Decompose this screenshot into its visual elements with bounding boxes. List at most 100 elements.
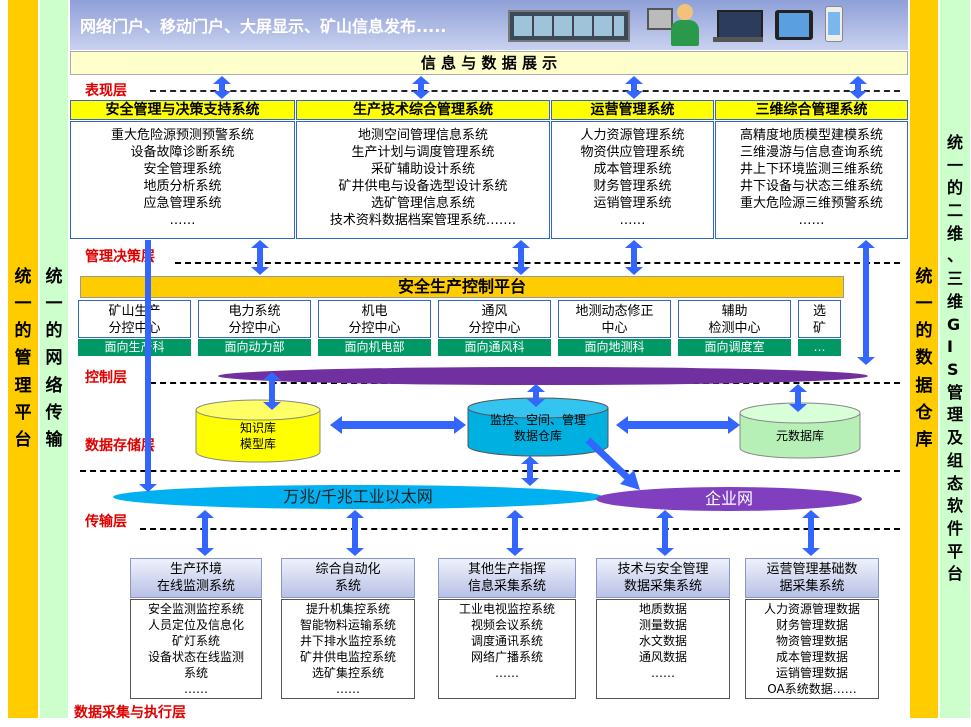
collection-item: …… (336, 682, 360, 696)
control-center-dept: 面向通风科 (438, 339, 551, 356)
system-item: 地质分析系统 (143, 179, 222, 194)
system-item: 井上下环境监测三维系统 (739, 162, 883, 177)
collection-items: 地质数据测量数据水文数据通风数据 …… (596, 599, 730, 699)
metadata-db-label: 元数据库 (775, 429, 824, 443)
system-item: …… (798, 213, 825, 228)
collection-item: 物资管理数据 (775, 634, 848, 648)
collection-title: 综合自动化 系统 (281, 558, 415, 598)
collection-item: 运销管理数据 (775, 666, 848, 680)
video-wall-icon (508, 10, 630, 42)
safety-control-platform: 安全生产控制平台 (80, 276, 844, 298)
collection-item: 系统 (183, 666, 208, 680)
layer-management: 管理决策层 (85, 249, 155, 265)
collection-item: 网络广播系统 (470, 650, 543, 664)
control-bus (218, 367, 868, 385)
control-center: 电力系统 分控中心 (198, 300, 311, 338)
system-item: 矿井供电与设备选型设计系统 (338, 179, 508, 194)
phone-icon (825, 6, 843, 42)
collection-item: …… (651, 666, 675, 680)
collection-item: 矿灯系统 (171, 634, 220, 648)
collection-item: OA系统数据…… (767, 682, 857, 696)
collection-item: 测量数据 (638, 618, 687, 632)
collection-item: 人员定位及信息化 (147, 618, 244, 632)
collection-items: 工业电视监控系统视频会议系统调度通讯系统网络广播系统…… (438, 599, 576, 699)
layer-storage: 数据存储层 (85, 438, 155, 454)
control-center: 通风 分控中心 (438, 300, 551, 338)
system-item: 成本管理系统 (593, 162, 672, 177)
control-center: 辅助 检测中心 (678, 300, 791, 338)
system-item: 设备故障诊断系统 (130, 145, 235, 160)
system-item: 生产计划与调度管理系统 (351, 145, 495, 160)
system-item: 人力资源管理系统 (580, 128, 685, 143)
system-item: 井下设备与状态三维系统 (739, 179, 883, 194)
banner-text: 网络门户、移动门户、大屏显示、矿山信息发布..... (80, 17, 447, 36)
control-center-dept: 面向动力部 (198, 339, 311, 356)
system-title: 生产技术综合管理系统 (296, 100, 550, 120)
system-item: 重大危险源预测预警系统 (110, 128, 254, 143)
data-warehouse-label: 监控、空间、管理 数据仓库 (489, 413, 586, 443)
collection-item: 财务管理数据 (775, 618, 848, 632)
layer-control: 控制层 (85, 370, 127, 386)
system-item: 地测空间管理信息系统 (357, 128, 488, 143)
separator-line (150, 90, 900, 92)
operator-icon (645, 2, 705, 48)
system-item: 采矿辅助设计系统 (370, 162, 475, 177)
collection-item: 地质数据 (638, 602, 687, 616)
enterprise-network: 企业网 (596, 487, 862, 511)
collection-item: 智能物料运输系统 (299, 618, 396, 632)
collection-item: 井下排水监控系统 (299, 634, 396, 648)
collection-item: 选矿集控系统 (311, 666, 384, 680)
industrial-ethernet: 万兆/千兆工业以太网 (113, 485, 603, 509)
system-items: 地测空间管理信息系统生产计划与调度管理系统采矿辅助设计系统矿井供电与设备选型设计… (296, 121, 550, 239)
system-item: 选矿管理信息系统 (370, 196, 475, 211)
top-banner: 网络门户、移动门户、大屏显示、矿山信息发布..... (70, 0, 908, 50)
system-items: 高精度地质模型建模系统三维漫游与信息查询系统井上下环境监测三维系统井下设备与状态… (715, 121, 908, 239)
unified-management-platform: 统一的管理平台 (8, 0, 38, 718)
system-item: 三维漫游与信息查询系统 (739, 145, 883, 160)
knowledge-db-icon (195, 399, 321, 463)
collection-item: 水文数据 (638, 634, 687, 648)
system-item: 运销管理系统 (593, 196, 672, 211)
collection-item: 成本管理数据 (775, 650, 848, 664)
separator-line (140, 528, 900, 530)
system-item: 应急管理系统 (143, 196, 222, 211)
laptop-icon (713, 10, 763, 42)
control-center: 机电 分控中心 (318, 300, 431, 338)
control-center: 地测动态修正 中心 (558, 300, 671, 338)
unified-network-transport: 统一的网络传输 (40, 0, 68, 718)
system-item: 高精度地质模型建模系统 (739, 128, 883, 143)
system-item: 安全管理系统 (143, 162, 222, 177)
system-item: …… (619, 213, 646, 228)
collection-items: 安全监测监控系统人员定位及信息化矿灯系统设备状态在线监测系统…… (130, 599, 262, 699)
control-center-dept: 面向调度室 (678, 339, 791, 356)
control-center-dept: 面向机电部 (318, 339, 431, 356)
collection-item: 设备状态在线监测 (147, 650, 244, 664)
unified-management-platform-text: 统一的管理平台 (14, 266, 32, 450)
collection-item: 提升机集控系统 (305, 602, 390, 616)
system-item: …… (169, 213, 196, 228)
system-item: 财务管理系统 (593, 179, 672, 194)
knowledge-db-label: 知识库 模型库 (239, 421, 276, 451)
layer-presentation: 表现层 (85, 83, 127, 99)
collection-item: 通风数据 (638, 650, 687, 664)
system-title: 安全管理与决策支持系统 (70, 100, 295, 120)
collection-item: …… (184, 682, 208, 696)
collection-title: 其他生产指挥 信息采集系统 (438, 558, 576, 598)
db-link-arrows (330, 416, 740, 434)
collection-item: …… (495, 666, 519, 680)
control-center: 选 矿 (798, 300, 841, 338)
system-title: 三维综合管理系统 (715, 100, 908, 120)
collection-title: 运营管理基础数 据采集系统 (745, 558, 879, 598)
separator-line (175, 262, 900, 264)
collection-title: 技术与安全管理 数据采集系统 (596, 558, 730, 598)
enterprise-link-arrow (585, 437, 631, 481)
collection-item: 调度通讯系统 (470, 634, 543, 648)
control-center-dept: 面向地测科 (558, 339, 671, 356)
unified-network-transport-text: 统一的网络传输 (45, 266, 63, 450)
info-display-bar: 信 息 与 数 据 展 示 (70, 51, 908, 75)
collection-items: 提升机集控系统智能物料运输系统井下排水监控系统矿井供电监控系统选矿集控系统…… (281, 599, 415, 699)
collection-item: 工业电视监控系统 (458, 602, 555, 616)
separator-line (80, 470, 900, 472)
